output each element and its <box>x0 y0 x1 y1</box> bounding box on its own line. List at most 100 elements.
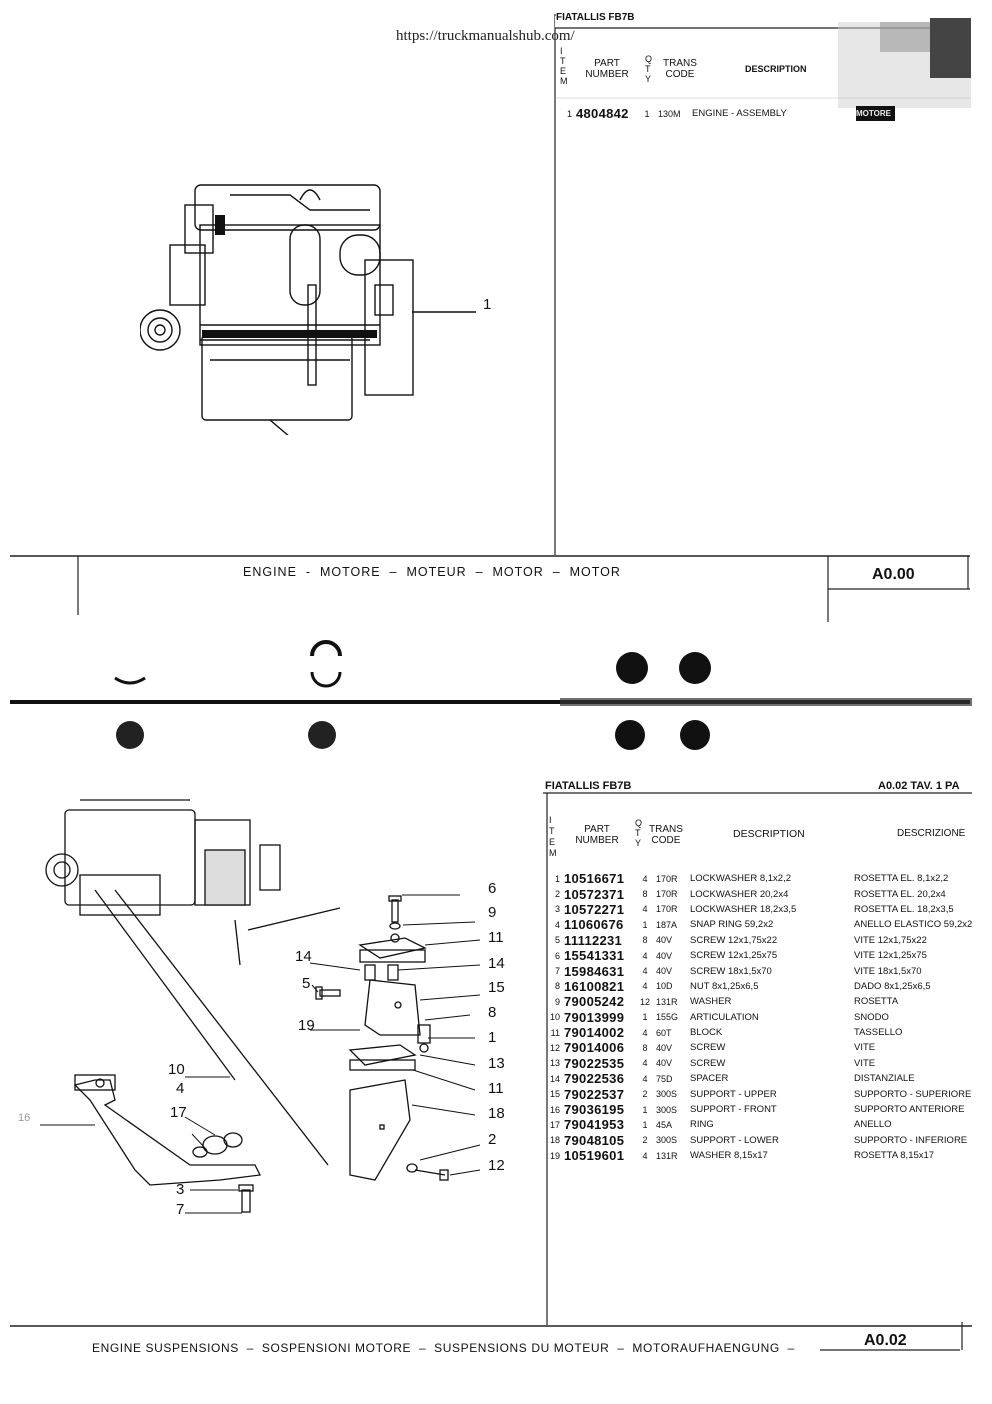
row-description: ARTICULATION <box>690 1011 759 1023</box>
row-trans-code: 170R <box>656 873 678 884</box>
row-item: 1 <box>566 108 572 119</box>
row-trans-code: 170R <box>656 889 678 900</box>
row-description: SUPPORT - UPPER <box>690 1088 777 1100</box>
row-part-number: 11112231 <box>564 932 623 948</box>
row-description: ENGINE - ASSEMBLY <box>692 108 787 120</box>
row-qty: 2 <box>642 1135 648 1146</box>
row-description: SCREW 12x1,25x75 <box>690 950 778 962</box>
row-descrizione: ROSETTA EL. 20,2x4 <box>854 888 946 900</box>
page2-footer-title: ENGINE SUSPENSIONS – SOSPENSIONI MOTORE … <box>92 1341 795 1355</box>
row-trans-code: 300S <box>656 1089 678 1100</box>
row-trans-code: 170R <box>656 904 678 915</box>
page2-frame <box>10 792 972 1351</box>
callout-14a: 14 <box>488 955 505 972</box>
row-item: 18 <box>549 1135 560 1146</box>
page2-page-ref: A0.02 <box>864 1332 907 1349</box>
binder-holes <box>10 640 972 750</box>
row-part-number: 79041953 <box>564 1117 625 1133</box>
page2-title: FIATALLIS FB7B <box>545 780 632 792</box>
row-qty: 4 <box>642 981 648 992</box>
row-description: LOCKWASHER 8,1x2,2 <box>690 873 792 885</box>
row-item: 13 <box>549 1058 560 1069</box>
row-trans-code: 75D <box>656 1073 673 1084</box>
row-descrizione: SUPPORTO ANTERIORE <box>854 1104 965 1116</box>
row-description: WASHER <box>690 996 732 1008</box>
row-item: 2 <box>554 889 560 900</box>
page1-page-ref: A0.00 <box>872 566 915 583</box>
row-qty: 1 <box>642 1012 648 1023</box>
row-trans-code: 10D <box>656 981 673 992</box>
row-part-number: 79036195 <box>564 1102 625 1118</box>
row-descrizione: VITE 18x1,5x70 <box>854 965 922 977</box>
callout-4: 4 <box>176 1080 185 1097</box>
row-trans-code: 300S <box>656 1104 678 1115</box>
row-qty: 4 <box>642 950 648 961</box>
row-item: 15 <box>549 1089 560 1100</box>
row-descrizione: SUPPORTO - INFERIORE <box>854 1134 968 1146</box>
row-trans-code: 60T <box>656 1027 672 1038</box>
row-part-number: 79022536 <box>564 1071 625 1087</box>
row-description: RING <box>690 1119 714 1131</box>
row-qty: 8 <box>642 935 648 946</box>
row-description: LOCKWASHER 18,2x3,5 <box>690 903 797 915</box>
row-trans-code: 40V <box>656 966 673 977</box>
callout-7: 7 <box>176 1201 185 1218</box>
page1-title: FIATALLIS FB7B <box>556 12 635 23</box>
row-qty: 1 <box>642 1119 648 1130</box>
row-item: 8 <box>554 981 560 992</box>
page2-col-trans-code: TRANS CODE <box>649 824 683 846</box>
row-qty: 1 <box>642 1104 648 1115</box>
row-descrizione: VITE 12x1,75x22 <box>854 934 927 946</box>
row-description: NUT 8x1,25x6,5 <box>690 980 759 992</box>
callout-13: 13 <box>488 1055 505 1072</box>
callout-12: 12 <box>488 1157 505 1174</box>
row-description: SPACER <box>690 1073 729 1085</box>
row-description: BLOCK <box>690 1027 723 1039</box>
row-trans-code: 45A <box>656 1119 673 1130</box>
callout-11a: 11 <box>488 929 504 946</box>
callout-17: 17 <box>170 1104 187 1121</box>
page1-col-part-number: PART NUMBER <box>585 58 629 80</box>
row-qty: 4 <box>642 1058 648 1069</box>
row-qty: 4 <box>642 904 648 915</box>
row-qty: 4 <box>642 1150 648 1161</box>
callout-16: 16 <box>18 1112 31 1124</box>
row-item: 11 <box>550 1027 560 1038</box>
row-item: 4 <box>554 919 560 930</box>
row-trans-code: 40V <box>656 935 673 946</box>
page2-tav: A0.02 TAV. 1 PA <box>878 780 960 792</box>
row-trans-code: 40V <box>656 1058 673 1069</box>
row-part-number: 4804842 <box>576 106 629 122</box>
row-description: SNAP RING 59,2x2 <box>690 919 774 931</box>
row-item: 16 <box>549 1104 560 1115</box>
row-descrizione: ROSETTA EL. 18,2x3,5 <box>854 903 954 915</box>
row-part-number: 10572371 <box>564 886 625 902</box>
callout-11b: 11 <box>488 1080 504 1097</box>
row-description: SCREW 18x1,5x70 <box>690 965 772 977</box>
row-part-number: 15541331 <box>564 948 625 964</box>
callout-3: 3 <box>176 1181 185 1198</box>
row-descrizione: DISTANZIALE <box>854 1073 915 1085</box>
callout-8: 8 <box>488 1004 497 1021</box>
page2-col-descrizione: DESCRIZIONE <box>897 828 966 839</box>
row-qty: 4 <box>642 966 648 977</box>
source-url[interactable]: https://truckmanualshub.com/ <box>396 28 575 44</box>
callout-2: 2 <box>488 1131 497 1148</box>
